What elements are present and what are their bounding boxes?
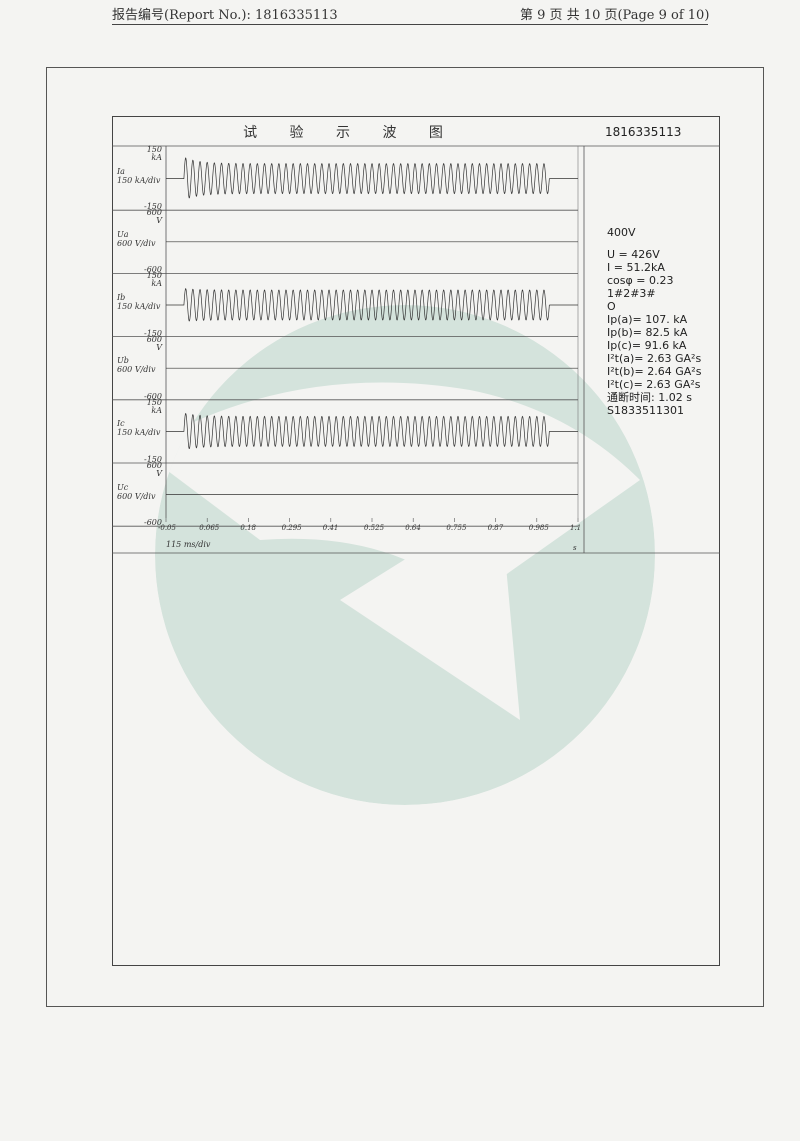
channel-name: Uc: [117, 482, 129, 492]
x-tick-label: 0.295: [281, 524, 302, 532]
channel-scale-unit: kA: [151, 153, 162, 162]
x-tick-label: 0.18: [240, 524, 256, 532]
channel-scale-top: 150: [146, 145, 162, 154]
x-tick-label: -0.05: [158, 524, 176, 532]
channel-unit-div: 150 kA/div: [117, 428, 161, 438]
report-number: 报告编号(Report No.): 1816335113: [112, 8, 338, 23]
channel-name: Ia: [117, 166, 125, 176]
x-tick-label: 0.64: [405, 524, 421, 532]
channel-unit-div: 150 kA/div: [117, 302, 161, 311]
channel-name: Ic: [117, 419, 125, 429]
channel-name: Ua: [117, 229, 129, 239]
param-break-time: 通断时间: 1.02 s: [607, 391, 692, 404]
page-indicator: 第 9 页 共 10 页(Page 9 of 10): [520, 8, 710, 23]
channel-unit-div: 600 V/div: [117, 238, 156, 248]
channel-scale-top: 150: [146, 271, 162, 281]
channel-scale-top: 150: [146, 397, 162, 407]
channel-scale-top: 600: [146, 208, 162, 218]
param-ip-b: Ip(b)= 82.5 kA: [607, 326, 688, 339]
param-cos: cosφ = 0.23: [607, 274, 674, 287]
x-tick-label: 0.525: [364, 524, 385, 532]
channel-unit-div: 600 V/div: [117, 491, 156, 501]
param-i2t-b: I²t(b)= 2.64 GA²s: [607, 365, 702, 378]
channel-name: Ub: [117, 356, 129, 366]
channel-scale-bottom: -150: [144, 328, 162, 338]
voltage-class: 400V: [607, 226, 636, 239]
oscillogram-frame: [112, 116, 720, 966]
x-tick-label: 0.41: [322, 524, 339, 532]
channel-scale-bottom: -150: [144, 202, 162, 212]
channel-name: Ib: [117, 293, 126, 302]
test-parameters: 400V U = 426V I = 51.2kA cosφ = 0.23 1#2…: [607, 226, 701, 417]
page-frame: [46, 67, 764, 1007]
report-id: 1816335113: [605, 125, 682, 139]
channel-unit-div: 150 kA/div: [117, 175, 161, 185]
channel-scale-bottom: -600: [144, 518, 162, 528]
x-axis-unit-div: 115 ms/div: [166, 540, 211, 549]
watermark-logo-icon: [155, 305, 655, 805]
channel-scale-unit: V: [156, 342, 162, 352]
channel-scale-unit: kA: [151, 279, 162, 289]
channel-unit-div: 600 V/div: [117, 365, 156, 375]
param-i2t-c: I²t(c)= 2.63 GA²s: [607, 378, 701, 391]
param-ip-a: Ip(a)= 107. kA: [607, 313, 688, 326]
param-i: I = 51.2kA: [607, 261, 665, 274]
x-axis-unit: s: [573, 544, 577, 552]
header-rule: [112, 24, 708, 25]
channel-scale-unit: kA: [151, 405, 162, 415]
param-code: S1833511301: [607, 404, 684, 417]
x-tick-label: 1.1: [570, 524, 582, 532]
channel-scale-bottom: -600: [144, 391, 162, 401]
channel-scale-bottom: -150: [144, 455, 162, 464]
waveform-Ic: [166, 412, 578, 449]
x-tick-label: 0.065: [199, 524, 220, 532]
channel-scale-top: 600: [146, 461, 162, 470]
param-ip-c: Ip(c)= 91.6 kA: [607, 339, 687, 352]
x-tick-label: 0.985: [528, 524, 549, 532]
waveform-Ib: [166, 288, 578, 322]
param-i2t-a: I²t(a)= 2.63 GA²s: [607, 352, 702, 365]
param-u: U = 426V: [607, 248, 660, 261]
channel-scale-unit: V: [156, 216, 162, 226]
x-tick-label: 0.87: [487, 524, 504, 532]
channel-scale-bottom: -600: [144, 265, 162, 275]
param-mark: 1#2#3#: [607, 287, 656, 300]
param-operation: O: [607, 300, 616, 313]
x-tick-label: 0.755: [446, 524, 467, 532]
oscillogram-title: 试 验 示 波 图: [243, 125, 457, 141]
channel-scale-top: 600: [146, 334, 162, 344]
waveform-Ia: [166, 157, 578, 199]
channel-scale-unit: V: [156, 469, 162, 478]
